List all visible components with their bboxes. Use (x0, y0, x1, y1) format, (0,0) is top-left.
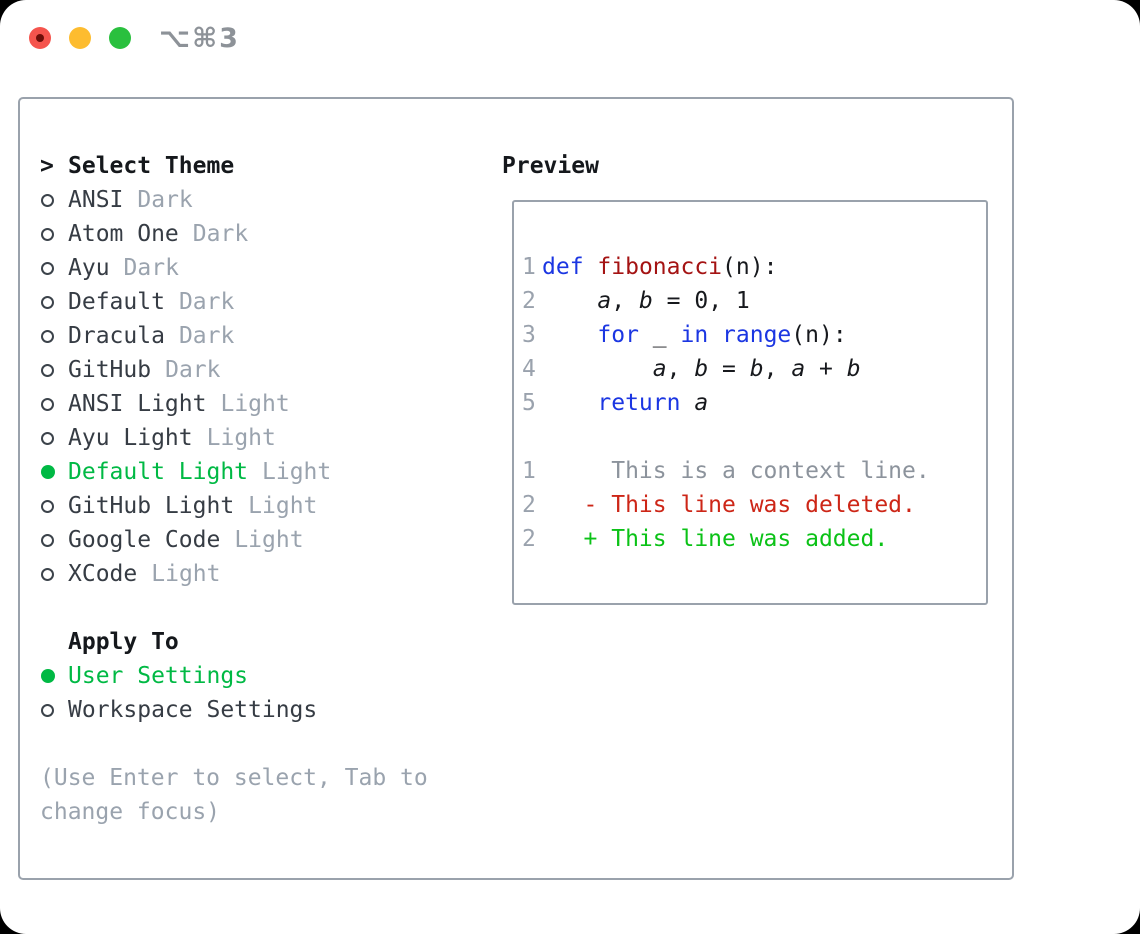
line-number: 1 (522, 254, 536, 280)
theme-variant-badge: Dark (192, 221, 249, 247)
apply-to-heading-row: Apply To (40, 625, 502, 659)
traffic-lights (29, 27, 131, 49)
theme-variant-badge: Dark (178, 289, 235, 315)
preview-diff-context: 1 This is a context line. (522, 454, 986, 488)
close-button-dot-icon (36, 34, 44, 42)
theme-option-ayu-light[interactable]: Ayu Light Light (40, 421, 502, 455)
line-number: 2 (522, 492, 536, 518)
radio-icon (41, 567, 54, 581)
theme-option-ansi-light[interactable]: ANSI Light Light (40, 387, 502, 421)
theme-variant-badge: Light (248, 493, 318, 519)
theme-option-label: Ayu (68, 255, 110, 281)
close-button[interactable] (29, 27, 51, 49)
radio-icon (41, 703, 54, 717)
theme-option-github[interactable]: GitHub Dark (40, 353, 502, 387)
theme-option-label: ANSI (68, 187, 124, 213)
line-number (522, 420, 542, 454)
preview-code: 2 a, b = 0, 1 (522, 284, 986, 318)
theme-option-google-code[interactable]: Google Code Light (40, 523, 502, 557)
radio-icon (41, 261, 54, 275)
theme-variant-badge: Dark (178, 323, 235, 349)
theme-option-label: ANSI Light (68, 391, 207, 417)
theme-option-dracula[interactable]: Dracula Dark (40, 319, 502, 353)
preview-heading: Preview (502, 153, 599, 179)
line-number: 2 (522, 526, 536, 552)
theme-variant-badge: Light (206, 425, 276, 451)
theme-option-label: GitHub Light (68, 493, 235, 519)
radio-icon (41, 329, 54, 343)
help-text: (Use Enter to select, Tab to change focu… (40, 765, 428, 825)
theme-variant-badge: Dark (137, 187, 193, 213)
theme-option-label: Atom One (68, 221, 179, 247)
select-theme-heading-row: > Select Theme (40, 149, 502, 183)
theme-option-label: Default (68, 289, 165, 315)
line-number: 5 (522, 390, 536, 416)
theme-variant-badge: Light (220, 391, 290, 417)
radio-selected-icon (41, 669, 55, 683)
line-number: 3 (522, 322, 536, 348)
preview-diff-added: 2 + This line was added. (522, 522, 986, 556)
preview-diff-deleted: 2 - This line was deleted. (522, 488, 986, 522)
theme-option-github-light[interactable]: GitHub Light Light (40, 489, 502, 523)
radio-icon (41, 227, 54, 241)
preview-code: 5 return a (522, 386, 986, 420)
theme-variant-badge: Light (151, 561, 221, 587)
theme-option-xcode[interactable]: XCode Light (40, 557, 502, 591)
line-number: 4 (522, 356, 536, 382)
radio-icon (41, 533, 54, 547)
theme-option-default-light[interactable]: Default Light Light (40, 455, 502, 489)
radio-icon (41, 193, 54, 207)
theme-option-ayu[interactable]: Ayu Dark (40, 251, 502, 285)
radio-icon (41, 431, 54, 445)
select-theme-heading: Select Theme (68, 153, 235, 179)
theme-option-label: GitHub (68, 357, 152, 383)
theme-option-default[interactable]: Default Dark (40, 285, 502, 319)
zoom-button[interactable] (109, 27, 131, 49)
minimize-button[interactable] (69, 27, 91, 49)
radio-icon (41, 397, 54, 411)
apply-to-heading: Apply To (68, 629, 179, 655)
apply-option-label: User Settings (68, 663, 249, 689)
preview-code: 4 a, b = b, a + b (522, 352, 986, 386)
theme-variant-badge: Light (234, 527, 304, 553)
radio-icon (41, 363, 54, 377)
apply-option-workspace-settings[interactable]: Workspace Settings (40, 693, 502, 727)
theme-option-label: Dracula (68, 323, 165, 349)
apply-option-label: Workspace Settings (68, 697, 318, 723)
theme-variant-badge: Light (262, 459, 332, 485)
window-title: ⌥⌘3 (159, 22, 240, 54)
line-number: 1 (522, 458, 536, 484)
theme-option-ansi[interactable]: ANSI Dark (40, 183, 502, 217)
theme-option-label: XCode (68, 561, 138, 587)
apply-option-user-settings[interactable]: User Settings (40, 659, 502, 693)
preview-code: 3 for _ in range(n): (522, 318, 986, 352)
theme-option-label: Default Light (68, 459, 249, 485)
radio-icon (41, 499, 54, 513)
preview-blank (522, 420, 986, 454)
theme-option-label: Ayu Light (68, 425, 193, 451)
theme-option-atom-one[interactable]: Atom One Dark (40, 217, 502, 251)
radio-icon (41, 295, 54, 309)
radio-selected-icon (41, 465, 55, 479)
theme-variant-badge: Dark (165, 357, 221, 383)
line-number: 2 (522, 288, 536, 314)
focus-caret-icon: > (40, 153, 54, 179)
window-titlebar: ⌥⌘3 (0, 0, 1140, 76)
theme-option-label: Google Code (68, 527, 221, 553)
theme-variant-badge: Dark (123, 255, 179, 281)
